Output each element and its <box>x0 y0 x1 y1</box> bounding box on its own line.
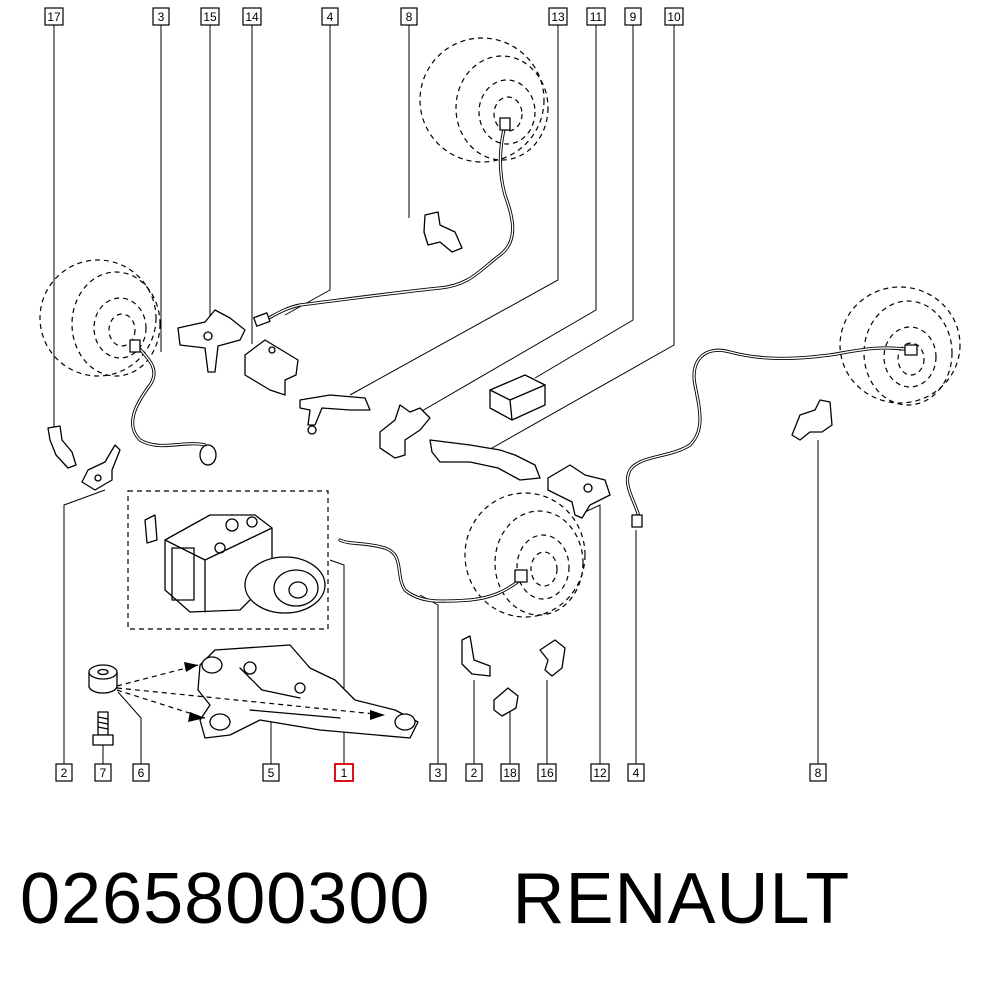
svg-text:4: 4 <box>633 766 640 780</box>
callout-15[interactable]: 15 <box>200 7 220 26</box>
callout-12[interactable]: 12 <box>590 763 610 782</box>
svg-text:17: 17 <box>47 10 61 24</box>
svg-text:8: 8 <box>406 10 413 24</box>
bracket-14 <box>244 339 299 396</box>
bracket-2-left <box>81 444 121 491</box>
part-number: 0265800300 <box>20 859 431 939</box>
callout-11[interactable]: 11 <box>586 7 606 26</box>
svg-text:10: 10 <box>667 10 681 24</box>
svg-text:5: 5 <box>268 766 275 780</box>
callout-5[interactable]: 5 <box>262 763 280 782</box>
svg-text:12: 12 <box>593 766 607 780</box>
footer-caption: 0265800300 RENAULT <box>20 858 980 948</box>
svg-text:7: 7 <box>100 766 107 780</box>
abs-unit-1 <box>127 490 329 630</box>
svg-text:4: 4 <box>327 10 334 24</box>
callout-8-top[interactable]: 8 <box>400 7 418 26</box>
svg-text:6: 6 <box>138 766 145 780</box>
svg-text:8: 8 <box>815 766 822 780</box>
sensor-cable-rear-right <box>625 344 918 528</box>
svg-text:13: 13 <box>551 10 565 24</box>
svg-text:11: 11 <box>590 10 603 24</box>
svg-text:2: 2 <box>61 766 68 780</box>
callout-17[interactable]: 17 <box>44 7 64 26</box>
wheel-left <box>39 259 161 377</box>
bracket-8-top <box>423 211 463 253</box>
callout-8-bottom[interactable]: 8 <box>809 763 827 782</box>
callout-3-bottom[interactable]: 3 <box>429 763 447 782</box>
callout-9[interactable]: 9 <box>624 7 642 26</box>
leader-lines <box>53 25 819 765</box>
clip-16 <box>539 639 566 677</box>
callout-6[interactable]: 6 <box>132 763 150 782</box>
callout-7[interactable]: 7 <box>94 763 112 782</box>
bolt-7 <box>92 711 114 746</box>
bracket-12 <box>547 464 611 519</box>
yaw-sensor-9 <box>489 374 546 421</box>
wheel-right <box>839 286 961 406</box>
svg-text:3: 3 <box>158 10 165 24</box>
svg-text:15: 15 <box>203 10 217 24</box>
wheel-top <box>419 37 549 163</box>
callout-13[interactable]: 13 <box>548 7 568 26</box>
bracket-8-right <box>791 399 833 441</box>
sensor-cable-front-left <box>129 339 217 466</box>
bracket-15 <box>177 309 246 373</box>
bracket-2-bottom <box>461 635 491 677</box>
mounting-bracket-5 <box>197 644 419 739</box>
bracket-11 <box>379 404 431 459</box>
svg-text:9: 9 <box>630 10 637 24</box>
callout-10[interactable]: 10 <box>664 7 684 26</box>
svg-text:2: 2 <box>471 766 478 780</box>
callouts: 17 3 15 14 4 8 13 11 9 10 2 7 6 5 1 3 2 … <box>44 7 827 782</box>
callout-18[interactable]: 18 <box>500 763 520 782</box>
rubber-mount-6 <box>88 662 386 722</box>
wheel-bottom <box>464 492 586 618</box>
clip-18 <box>493 687 519 717</box>
bracket-17 <box>47 425 77 469</box>
svg-text:14: 14 <box>245 10 259 24</box>
callout-2-bottom[interactable]: 2 <box>465 763 483 782</box>
svg-text:1: 1 <box>341 766 348 780</box>
bracket-10 <box>429 439 541 481</box>
callout-4-top[interactable]: 4 <box>321 7 339 26</box>
callout-4-bottom[interactable]: 4 <box>627 763 645 782</box>
svg-text:16: 16 <box>540 766 554 780</box>
callout-14[interactable]: 14 <box>242 7 262 26</box>
callout-16[interactable]: 16 <box>537 763 557 782</box>
svg-text:18: 18 <box>503 766 517 780</box>
sensor-cable-rear-left <box>338 538 528 603</box>
brand-name: RENAULT <box>512 859 851 939</box>
callout-1[interactable]: 1 <box>334 763 354 782</box>
svg-text:3: 3 <box>435 766 442 780</box>
callout-3-top[interactable]: 3 <box>152 7 170 26</box>
bracket-13 <box>299 394 371 435</box>
callout-2-left[interactable]: 2 <box>55 763 73 782</box>
sensor-cable-front-right <box>253 117 515 327</box>
